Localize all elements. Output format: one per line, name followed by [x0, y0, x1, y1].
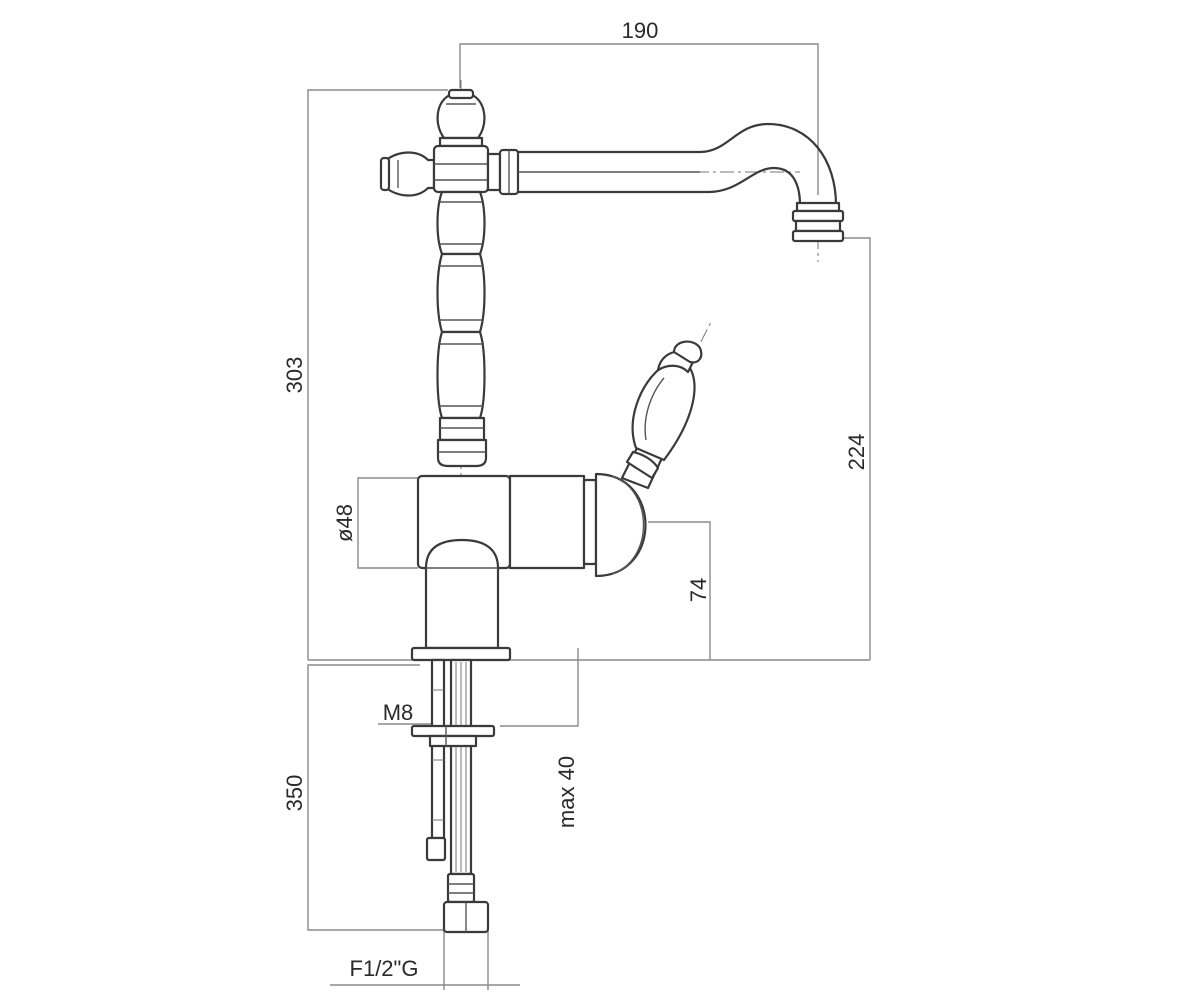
dim-label-224: 224: [844, 434, 869, 471]
column: [436, 190, 488, 468]
dim-label-350: 350: [282, 775, 307, 812]
dim-label-190: 190: [622, 18, 659, 43]
side-knob: [384, 151, 436, 197]
dimension-lines: [307, 43, 871, 990]
dim-label-303: 303: [282, 357, 307, 394]
top-knob: [436, 94, 486, 140]
aerator: [791, 201, 845, 243]
flexible-hose: [442, 658, 490, 934]
spout: [516, 122, 838, 207]
dim-label-f12g: F1/2"G: [350, 956, 419, 981]
dim-label-48: ø48: [332, 504, 357, 542]
dim-label-74: 74: [686, 578, 711, 602]
dim-label-m8: M8: [383, 700, 414, 725]
dim-label-max40: max 40: [554, 756, 579, 828]
lower-stem: [424, 538, 500, 650]
mounting-stud: [425, 658, 447, 862]
central-hub: [432, 144, 490, 194]
cartridge-body: [416, 472, 647, 578]
dimension-labels: 190 303 224 ø48 74 350 M8 max 40 F1/2"G: [282, 18, 869, 981]
lever-handle: [620, 340, 703, 490]
faucet-outline: [379, 88, 845, 934]
clamp-nut: [410, 724, 496, 748]
base-flange: [410, 646, 512, 662]
